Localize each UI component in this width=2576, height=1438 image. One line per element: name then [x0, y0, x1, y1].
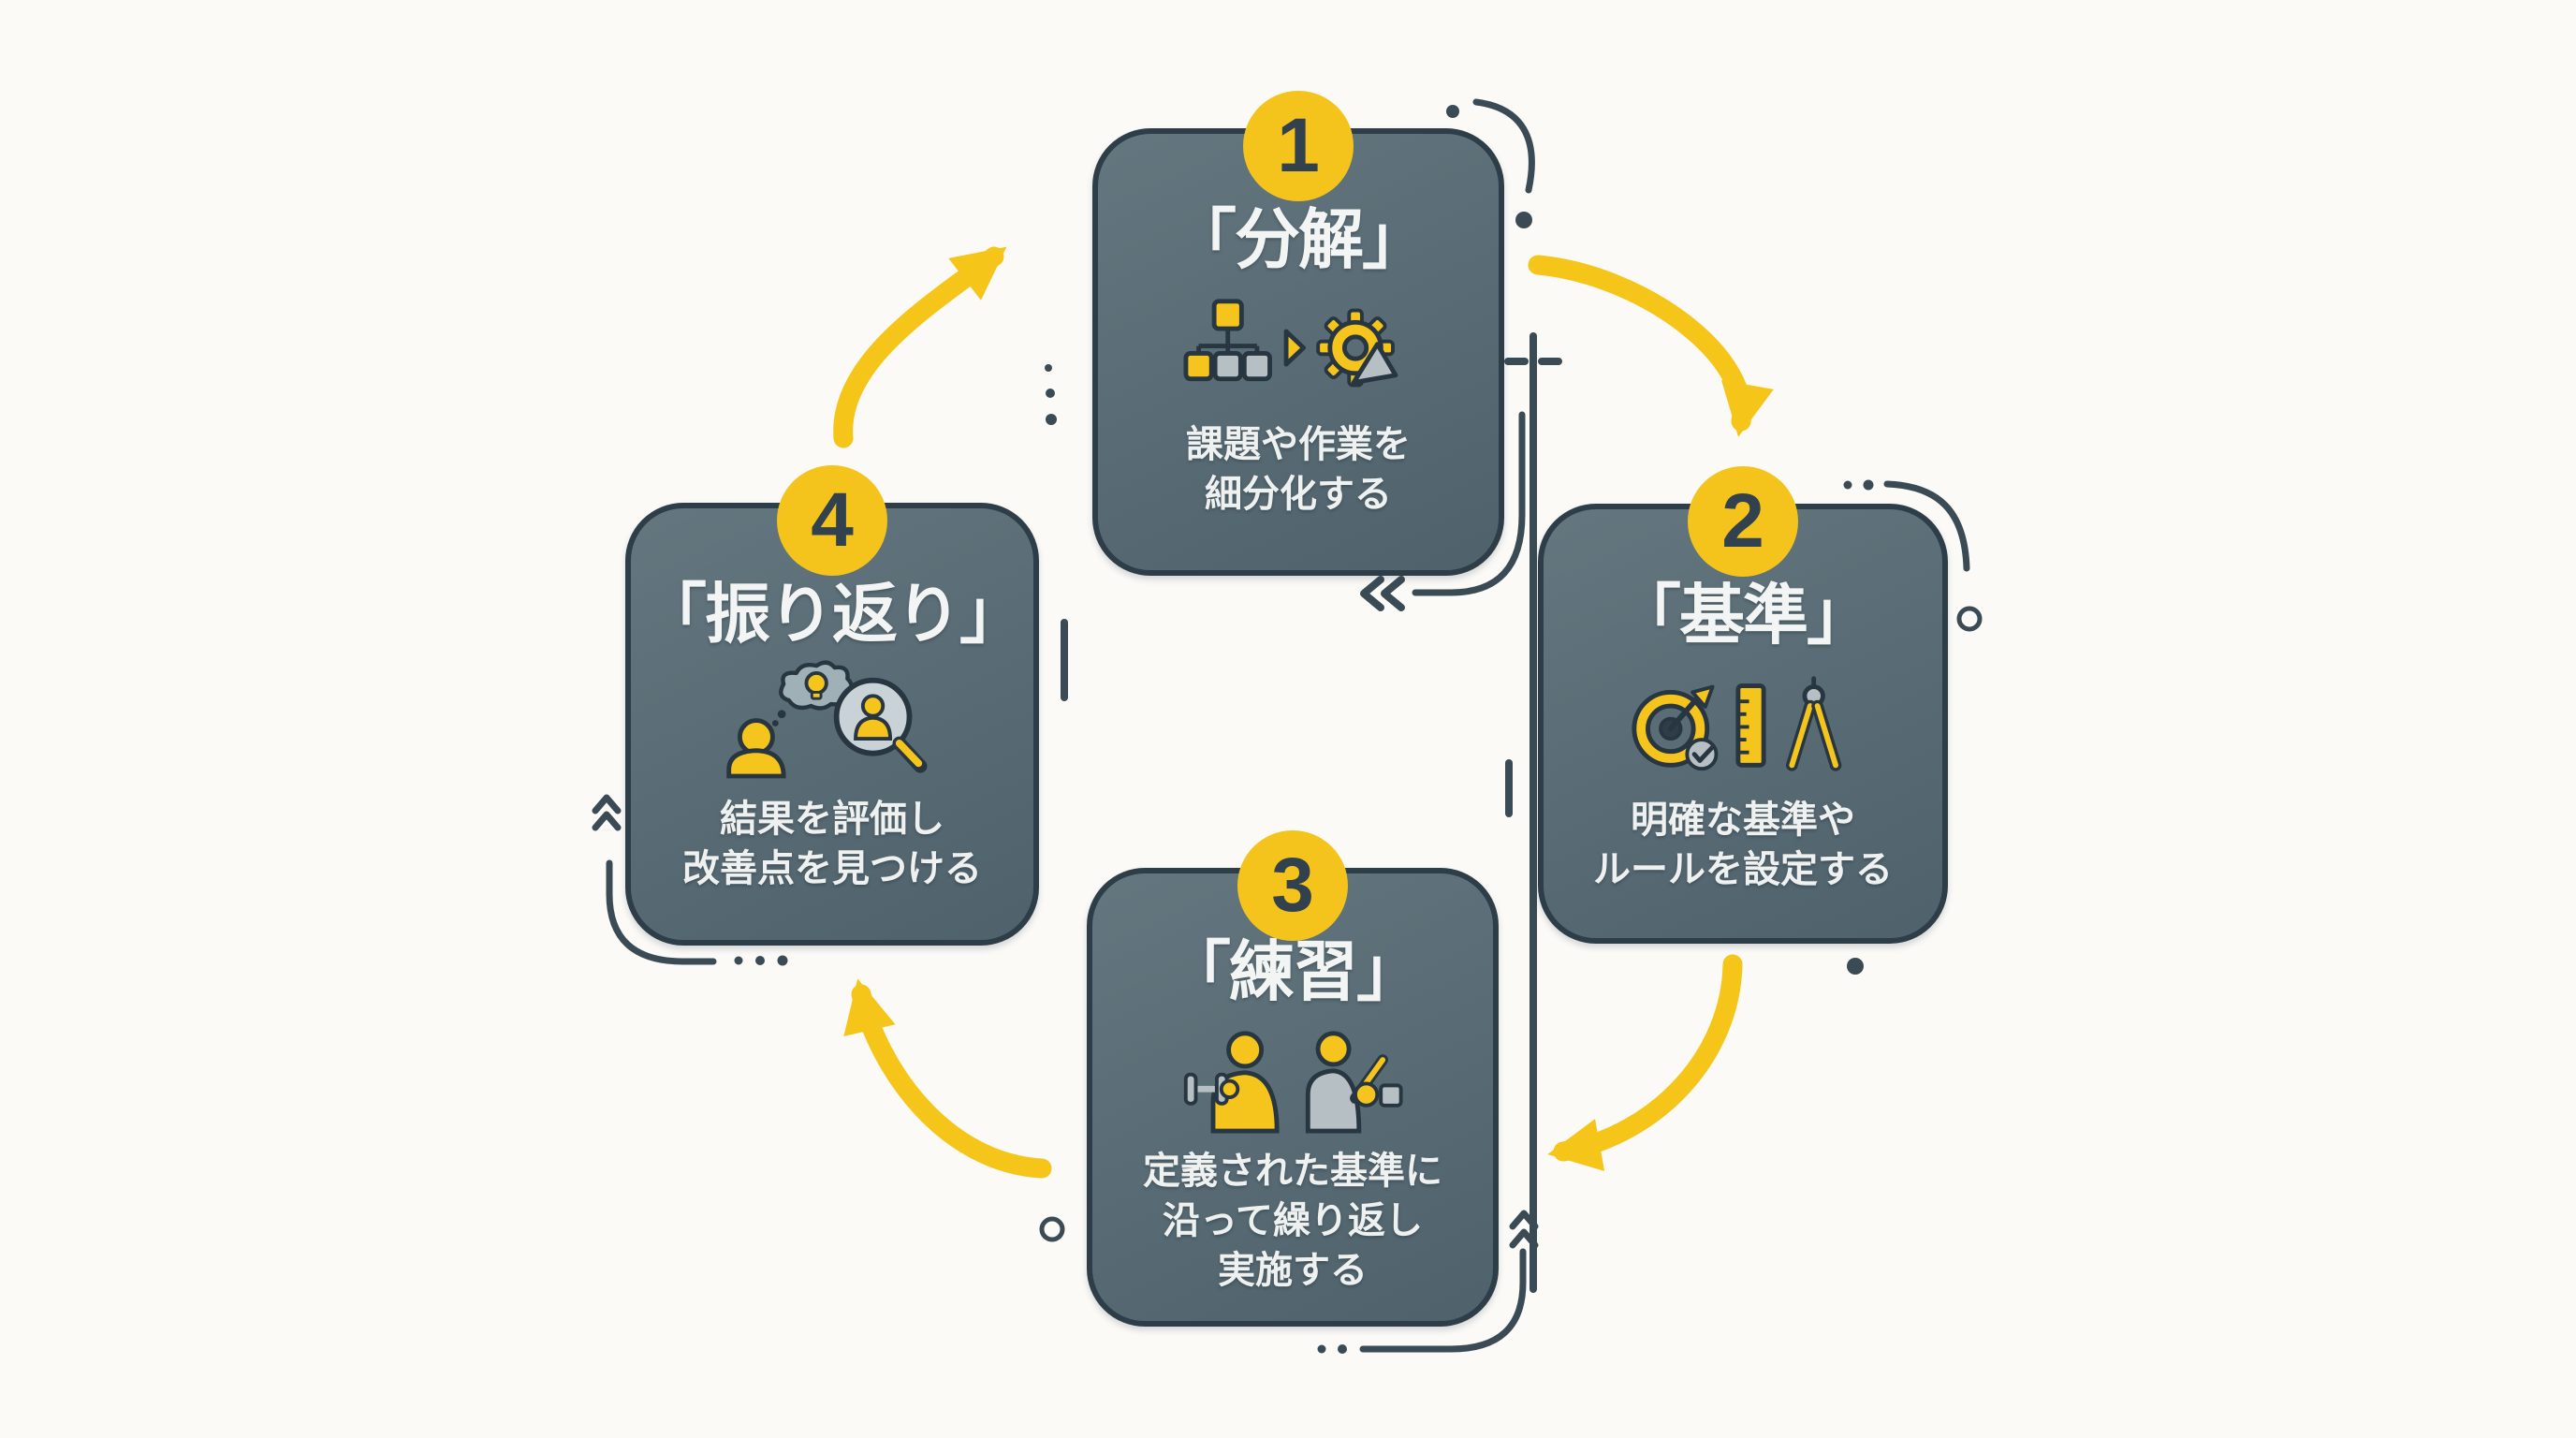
- dumbbell-person-icon: [1184, 1031, 1280, 1134]
- plus-mark: [1504, 332, 1562, 1293]
- step-number-badge: 3: [1237, 830, 1348, 941]
- dot: [1046, 414, 1057, 425]
- step-description: 定義された基準に 沿って繰り返し 実施する: [1143, 1151, 1442, 1291]
- step-description: 明確な基準や ルールを設定する: [1593, 800, 1893, 890]
- cycle-arrow-1-to-2: [1528, 255, 1774, 437]
- step-title: 「振り返り」: [641, 578, 1025, 651]
- target-dart-icon: [1632, 684, 1719, 771]
- dot: [1338, 1344, 1347, 1354]
- cycle-arrow-3-to-4: [843, 978, 1052, 1179]
- magnifier-person-icon: [833, 677, 928, 773]
- offset-outline: [1359, 1248, 1527, 1353]
- dot: [777, 955, 788, 966]
- dot: [755, 956, 765, 965]
- writing-person-icon: [1306, 1031, 1403, 1134]
- step-number: 4: [811, 477, 854, 563]
- step-title: 「分解」: [1171, 203, 1427, 276]
- dot: [1847, 958, 1864, 975]
- dot: [1446, 105, 1459, 118]
- ruler-icon: [1735, 683, 1766, 768]
- corner-arc: [1472, 98, 1535, 194]
- cycle-arrow-4-to-1: [833, 246, 1007, 448]
- step-number-badge: 4: [777, 465, 887, 576]
- chevrons-left: [1360, 576, 1405, 611]
- dot: [1863, 479, 1874, 491]
- chevrons-up: [1509, 1210, 1539, 1249]
- step-number-badge: 1: [1243, 91, 1354, 201]
- step-card-1: 1 「分解」: [1092, 91, 1504, 576]
- offset-outline: [606, 859, 717, 965]
- step-title: 「練習」: [1165, 935, 1422, 1008]
- step-number: 3: [1271, 843, 1314, 928]
- step-card-2: 2 「基準」: [1538, 466, 1948, 944]
- gear-cursor-icon: [1316, 308, 1398, 388]
- step-description: 課題や作業を 細分化する: [1186, 424, 1411, 515]
- dot: [734, 956, 743, 965]
- ring: [1039, 1216, 1065, 1242]
- dot: [1045, 364, 1052, 372]
- step-number-badge: 2: [1688, 466, 1798, 577]
- dot: [1046, 389, 1055, 398]
- chevrons-up: [592, 794, 622, 831]
- decorations: [592, 98, 1983, 1354]
- step-number: 1: [1277, 103, 1320, 188]
- offset-outline: [1412, 411, 1526, 596]
- hierarchy-icon: [1183, 299, 1273, 382]
- step-card-3: 3 「練習」: [1087, 830, 1499, 1327]
- step-number: 2: [1721, 478, 1764, 564]
- compass-icon: [1786, 676, 1842, 771]
- corner-arc: [1883, 480, 1970, 572]
- dot: [1515, 212, 1532, 228]
- step-card-4: 4 「振り返り」: [625, 465, 1039, 946]
- dot: [1317, 1344, 1326, 1354]
- ring: [1956, 606, 1983, 632]
- step-title: 「基準」: [1616, 579, 1872, 652]
- dot: [1843, 480, 1852, 490]
- arrow-right-icon: [1283, 329, 1307, 367]
- thinking-person-icon: [726, 660, 855, 779]
- cycle-arrow-2-to-3: [1547, 954, 1743, 1171]
- step-description: 結果を評価し 改善点を見つける: [682, 799, 982, 889]
